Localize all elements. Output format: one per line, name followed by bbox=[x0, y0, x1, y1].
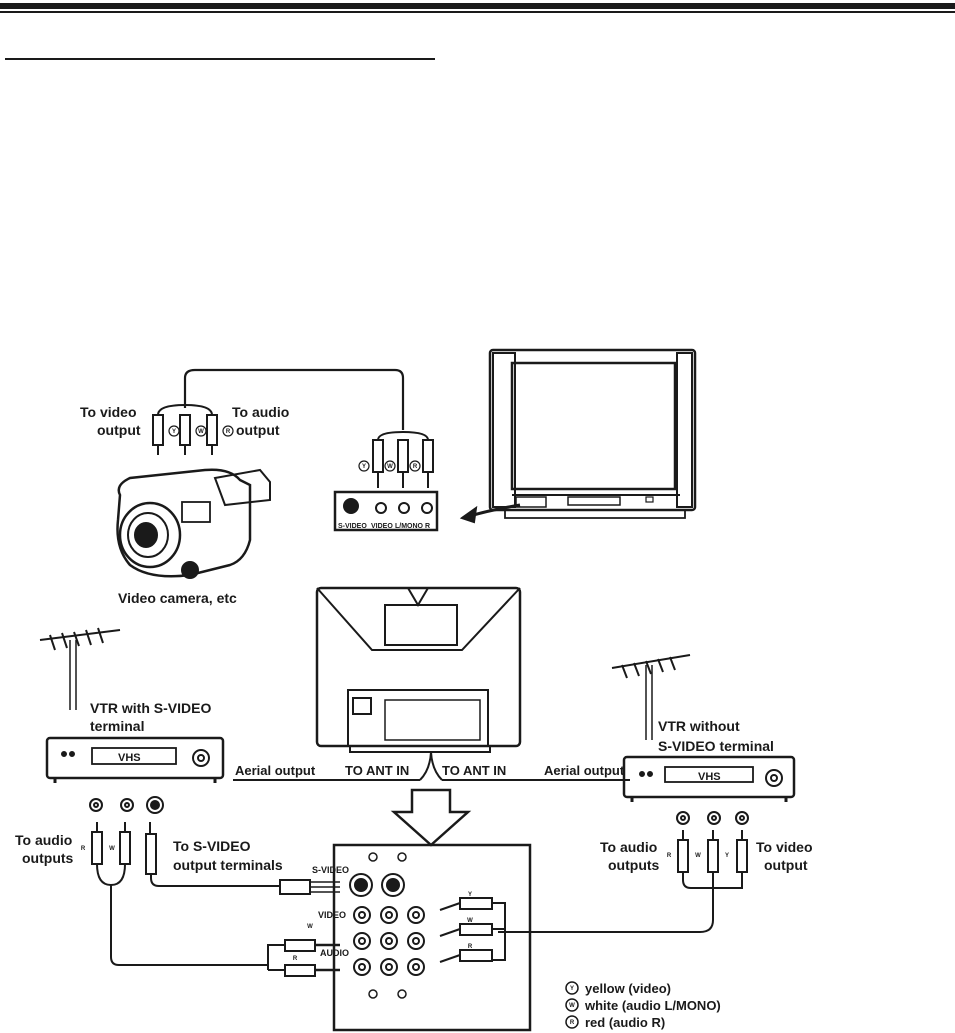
legend-symbol-r: R bbox=[570, 1020, 575, 1026]
left-vtr-cables bbox=[91, 822, 340, 977]
legend-symbol-w: W bbox=[569, 1003, 575, 1009]
panel-video-label: VIDEO bbox=[318, 910, 346, 920]
legend-symbols bbox=[565, 981, 579, 1029]
aerial-output-left-label: Aerial output bbox=[235, 763, 316, 778]
vtr-with-svideo-label-1: VTR with S-VIDEO bbox=[90, 700, 211, 716]
vhs-left-label: VHS bbox=[118, 752, 141, 764]
tv-front bbox=[459, 348, 697, 524]
marker-y-1: Y bbox=[172, 429, 176, 435]
front-svideo-label: S-VIDEO bbox=[338, 523, 367, 530]
marker-r-1: R bbox=[226, 429, 231, 435]
marker-w-6: W bbox=[307, 924, 313, 930]
right-vtr-cables bbox=[439, 830, 748, 963]
to-audio-outputs-left-label-1: To audio bbox=[15, 832, 72, 848]
top-rule-thin bbox=[0, 11, 955, 13]
marker-r-2: R bbox=[413, 464, 418, 470]
marker-w-4: W bbox=[695, 853, 701, 859]
left-vtr-jacks bbox=[89, 796, 164, 814]
to-audio-output-label-1: To audio bbox=[232, 404, 289, 420]
to-svideo-label-1: To S-VIDEO bbox=[173, 838, 251, 854]
vtr-without-svideo bbox=[611, 654, 796, 802]
front-lmono-label: L/MONO bbox=[395, 523, 424, 530]
front-r-label: R bbox=[425, 523, 430, 530]
marker-y-4: Y bbox=[725, 853, 729, 859]
marker-w-5: W bbox=[467, 918, 473, 924]
marker-w-1: W bbox=[198, 429, 204, 435]
to-svideo-label-2: output terminals bbox=[173, 857, 283, 873]
aerial-lines bbox=[233, 751, 630, 781]
legend-red-text: red (audio R) bbox=[585, 1015, 665, 1030]
to-audio-outputs-right-label-1: To audio bbox=[600, 839, 657, 855]
vtr-with-svideo-label-2: terminal bbox=[90, 718, 144, 734]
rear-jack-panel bbox=[332, 843, 532, 1032]
to-video-output-label-2: output bbox=[97, 422, 141, 438]
marker-r-5: R bbox=[468, 944, 473, 950]
to-ant-in-right-label: TO ANT IN bbox=[442, 763, 506, 778]
marker-w-3: W bbox=[109, 846, 115, 852]
to-audio-outputs-right-label-2: outputs bbox=[608, 857, 660, 873]
panel-audio-label: AUDIO bbox=[320, 948, 349, 958]
video-camera bbox=[116, 468, 271, 579]
down-arrow bbox=[390, 788, 472, 847]
to-audio-output-label-2: output bbox=[236, 422, 280, 438]
marker-r-4: R bbox=[667, 853, 672, 859]
front-video-label: VIDEO bbox=[371, 523, 393, 530]
video-camera-label: Video camera, etc bbox=[118, 590, 237, 606]
to-video-output-right-label-2: output bbox=[764, 857, 808, 873]
front-jack-panel bbox=[333, 490, 439, 532]
to-ant-in-left-label: TO ANT IN bbox=[345, 763, 409, 778]
heading-underline bbox=[5, 58, 435, 60]
diagram-labels: To video output To audio output Video ca… bbox=[15, 404, 813, 1030]
panel-svideo-label: S-VIDEO bbox=[312, 865, 349, 875]
top-rule bbox=[0, 3, 955, 9]
marker-y-2: Y bbox=[362, 464, 366, 470]
tv-rear bbox=[315, 586, 522, 753]
marker-w-2: W bbox=[387, 464, 393, 470]
right-vtr-jacks bbox=[676, 811, 749, 825]
camera-plugs bbox=[152, 414, 218, 455]
legend-white-text: white (audio L/MONO) bbox=[584, 998, 721, 1013]
front-plugs bbox=[372, 439, 434, 488]
legend-yellow-text: yellow (video) bbox=[585, 981, 671, 996]
vtr-with-svideo bbox=[39, 627, 225, 783]
vtr-without-svideo-label-1: VTR without bbox=[658, 718, 740, 734]
to-audio-outputs-left-label-2: outputs bbox=[22, 850, 74, 866]
plug-markers: Y W R Y W R R W R W Y Y W R W Y W R R bbox=[81, 425, 729, 1026]
legend-symbol-y: Y bbox=[570, 986, 574, 992]
marker-y-5: Y bbox=[468, 892, 472, 898]
marker-r-3: R bbox=[81, 846, 86, 852]
vhs-right-label: VHS bbox=[698, 771, 721, 783]
marker-r-6: R bbox=[293, 956, 298, 962]
vtr-without-svideo-label-2: S-VIDEO terminal bbox=[658, 738, 774, 754]
aerial-output-right-label: Aerial output bbox=[544, 763, 625, 778]
to-video-output-right-label-1: To video bbox=[756, 839, 813, 855]
to-video-output-label-1: To video bbox=[80, 404, 137, 420]
